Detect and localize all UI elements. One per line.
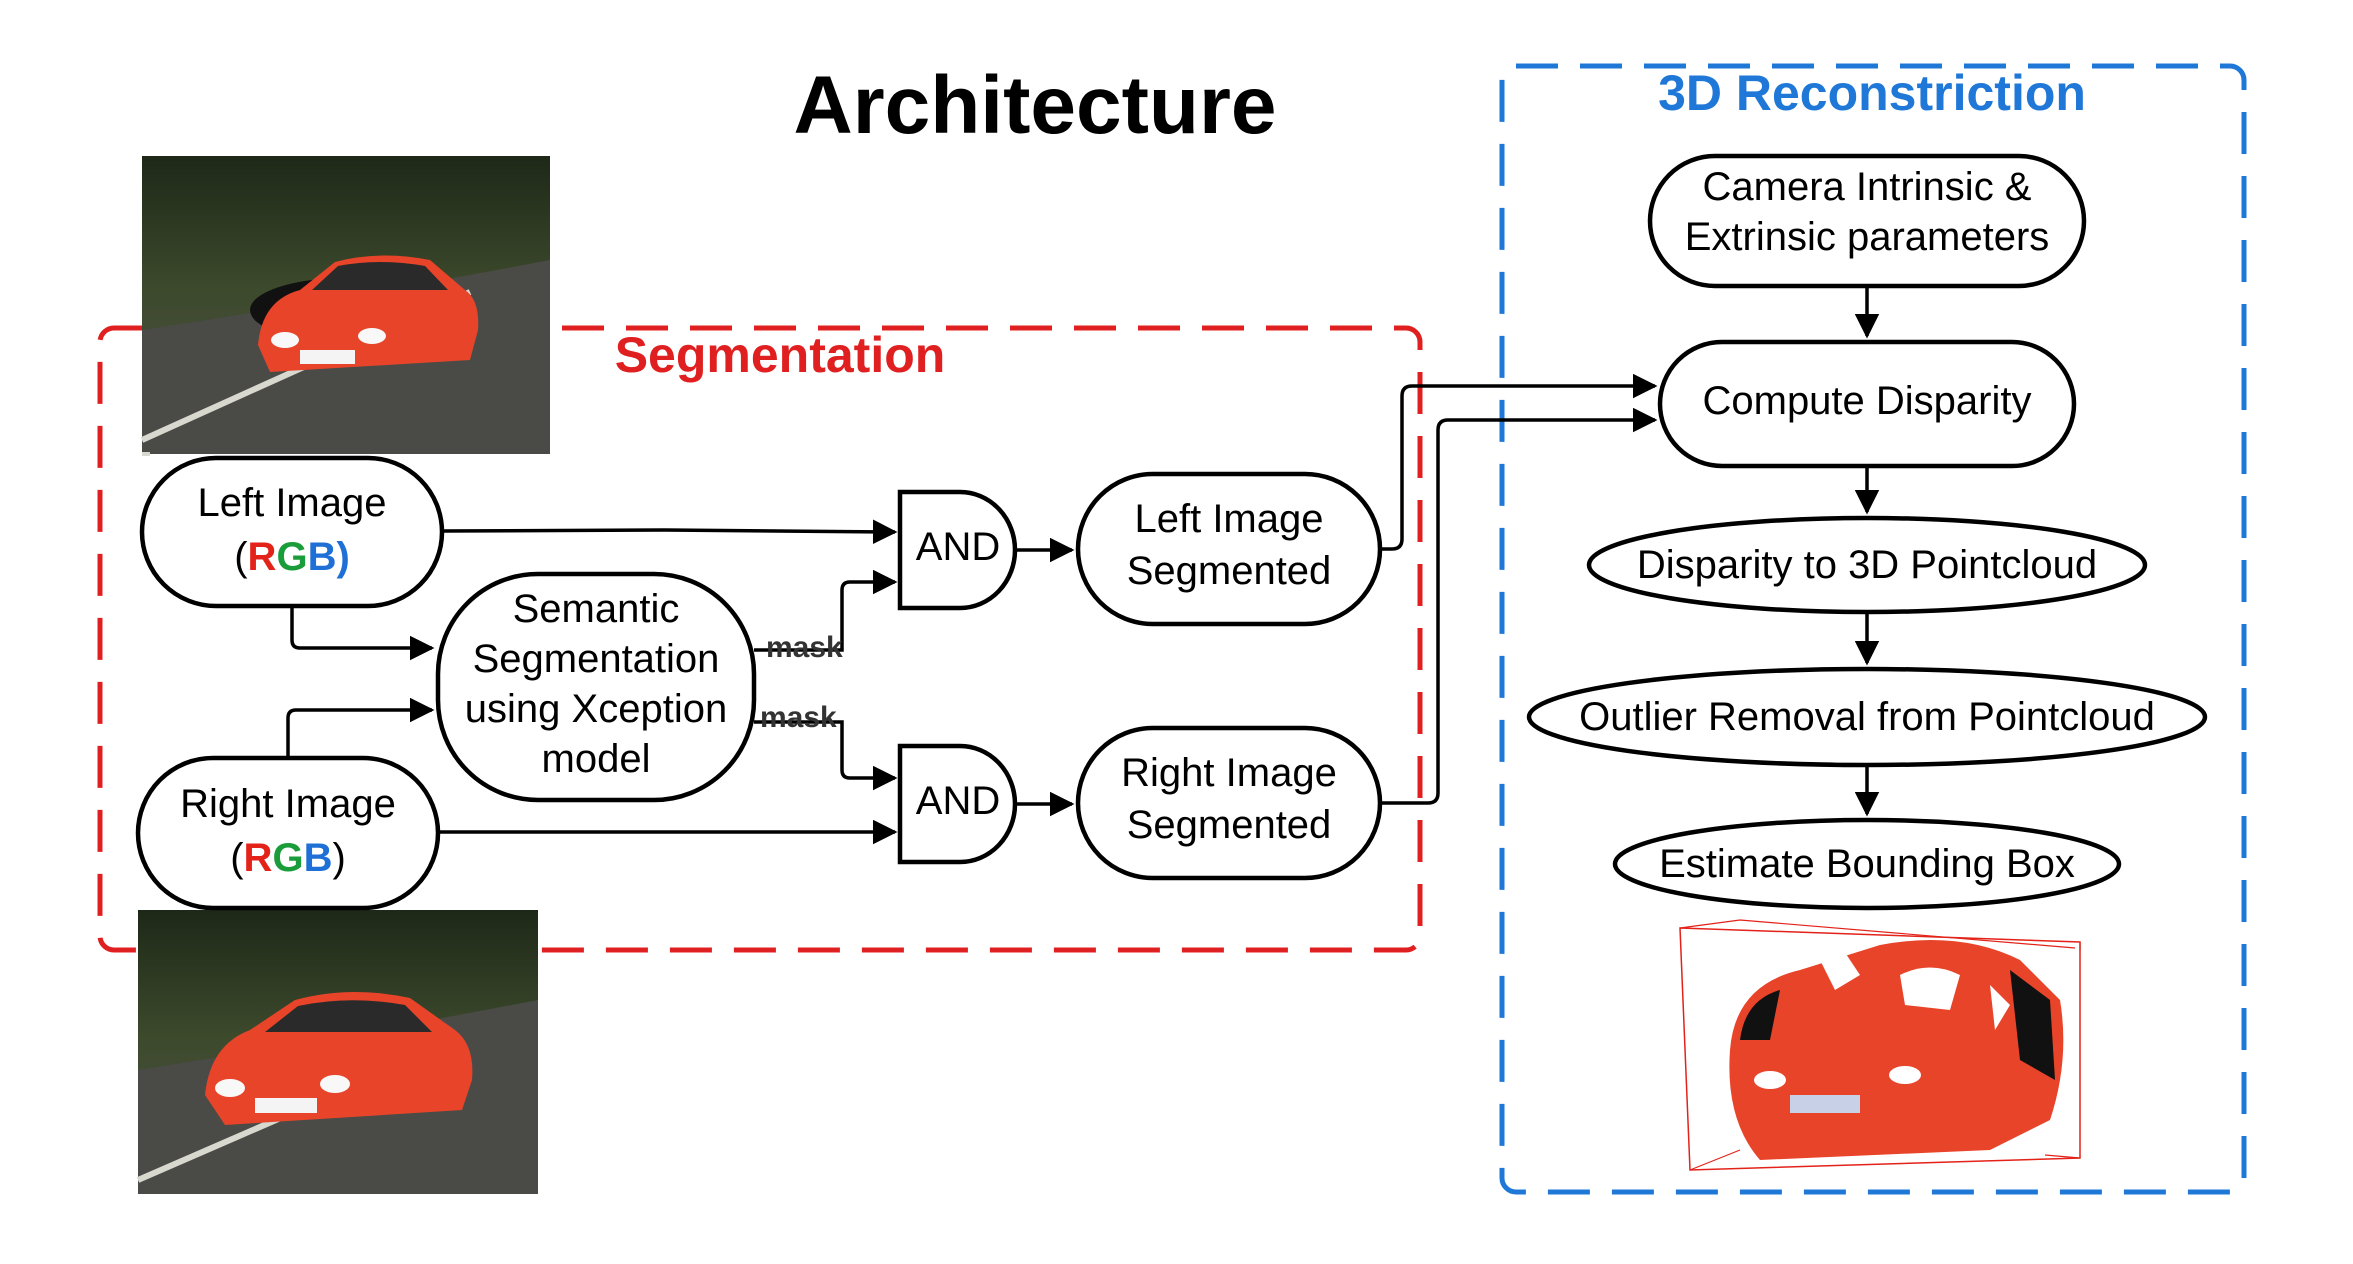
right-image-segmented-node: Right Image Segmented bbox=[1075, 725, 1383, 881]
left-image-label: Left Image bbox=[197, 481, 386, 525]
semantic-line1: Semantic bbox=[513, 587, 680, 631]
compute-disparity-node: Compute Disparity bbox=[1657, 339, 2077, 469]
left-segmented-line1: Left Image bbox=[1134, 497, 1323, 541]
estimate-bounding-box-label: Estimate Bounding Box bbox=[1659, 842, 2075, 886]
edge-left-image-to-semantic bbox=[290, 606, 435, 661]
outlier-removal-node: Outlier Removal from Pointcloud bbox=[1526, 666, 2208, 768]
estimate-bounding-box-node: Estimate Bounding Box bbox=[1612, 817, 2122, 911]
camera-params-line1: Camera Intrinsic & bbox=[1703, 165, 2032, 209]
right-segmented-line1: Right Image bbox=[1121, 751, 1337, 795]
edge-left-segmented-to-compute-disparity bbox=[1380, 373, 1658, 551]
and-gate-top: AND bbox=[897, 489, 1018, 611]
segmentation-group-label: Segmentation bbox=[615, 327, 946, 383]
camera-params-line2: Extrinsic parameters bbox=[1685, 215, 2050, 259]
semantic-segmentation-node: Semantic Segmentation using Xception mod… bbox=[435, 571, 757, 803]
diagram-title: Architecture bbox=[793, 60, 1276, 151]
disparity-to-pointcloud-label: Disparity to 3D Pointcloud bbox=[1637, 543, 2097, 587]
edge-semantic-to-and-top-mask bbox=[754, 569, 898, 652]
right-car-photo bbox=[136, 910, 538, 1194]
disparity-to-pointcloud-node: Disparity to 3D Pointcloud bbox=[1586, 515, 2148, 615]
and-bottom-label: AND bbox=[916, 779, 1000, 823]
semantic-line2: Segmentation bbox=[473, 637, 720, 681]
left-image-rgb: (RGB) bbox=[234, 535, 350, 579]
pointcloud-bounding-box-image bbox=[1679, 919, 2081, 1171]
left-image-segmented-node: Left Image Segmented bbox=[1075, 471, 1383, 627]
right-image-label: Right Image bbox=[180, 782, 396, 826]
reconstruction-group-label: 3D Reconstriction bbox=[1658, 65, 2086, 121]
mask-label-top: mask bbox=[766, 631, 843, 664]
mask-label-bottom: mask bbox=[760, 701, 837, 734]
and-top-label: AND bbox=[916, 525, 1000, 569]
edge-left-image-to-and-top bbox=[441, 519, 898, 545]
reconstruction-group-border bbox=[1499, 63, 2247, 1195]
edge-right-image-to-semantic bbox=[286, 697, 435, 758]
camera-parameters-node: Camera Intrinsic & Extrinsic parameters bbox=[1647, 153, 2087, 289]
edge-semantic-to-and-bottom-mask bbox=[754, 720, 898, 791]
right-image-rgb: (RGB) bbox=[230, 836, 346, 880]
right-segmented-line2: Segmented bbox=[1127, 803, 1332, 847]
edge-right-segmented-to-compute-disparity bbox=[1380, 407, 1658, 805]
right-image-node: Right Image (RGB) bbox=[135, 755, 441, 911]
left-segmented-line2: Segmented bbox=[1127, 549, 1332, 593]
semantic-line4: model bbox=[542, 737, 651, 781]
left-image-node: Left Image (RGB) bbox=[139, 455, 445, 609]
semantic-line3: using Xception bbox=[465, 687, 727, 731]
compute-disparity-label: Compute Disparity bbox=[1702, 379, 2031, 423]
left-car-photo bbox=[140, 156, 550, 456]
segmentation-group-border bbox=[97, 325, 1423, 953]
outlier-removal-label: Outlier Removal from Pointcloud bbox=[1579, 695, 2155, 739]
and-gate-bottom: AND bbox=[897, 743, 1018, 865]
